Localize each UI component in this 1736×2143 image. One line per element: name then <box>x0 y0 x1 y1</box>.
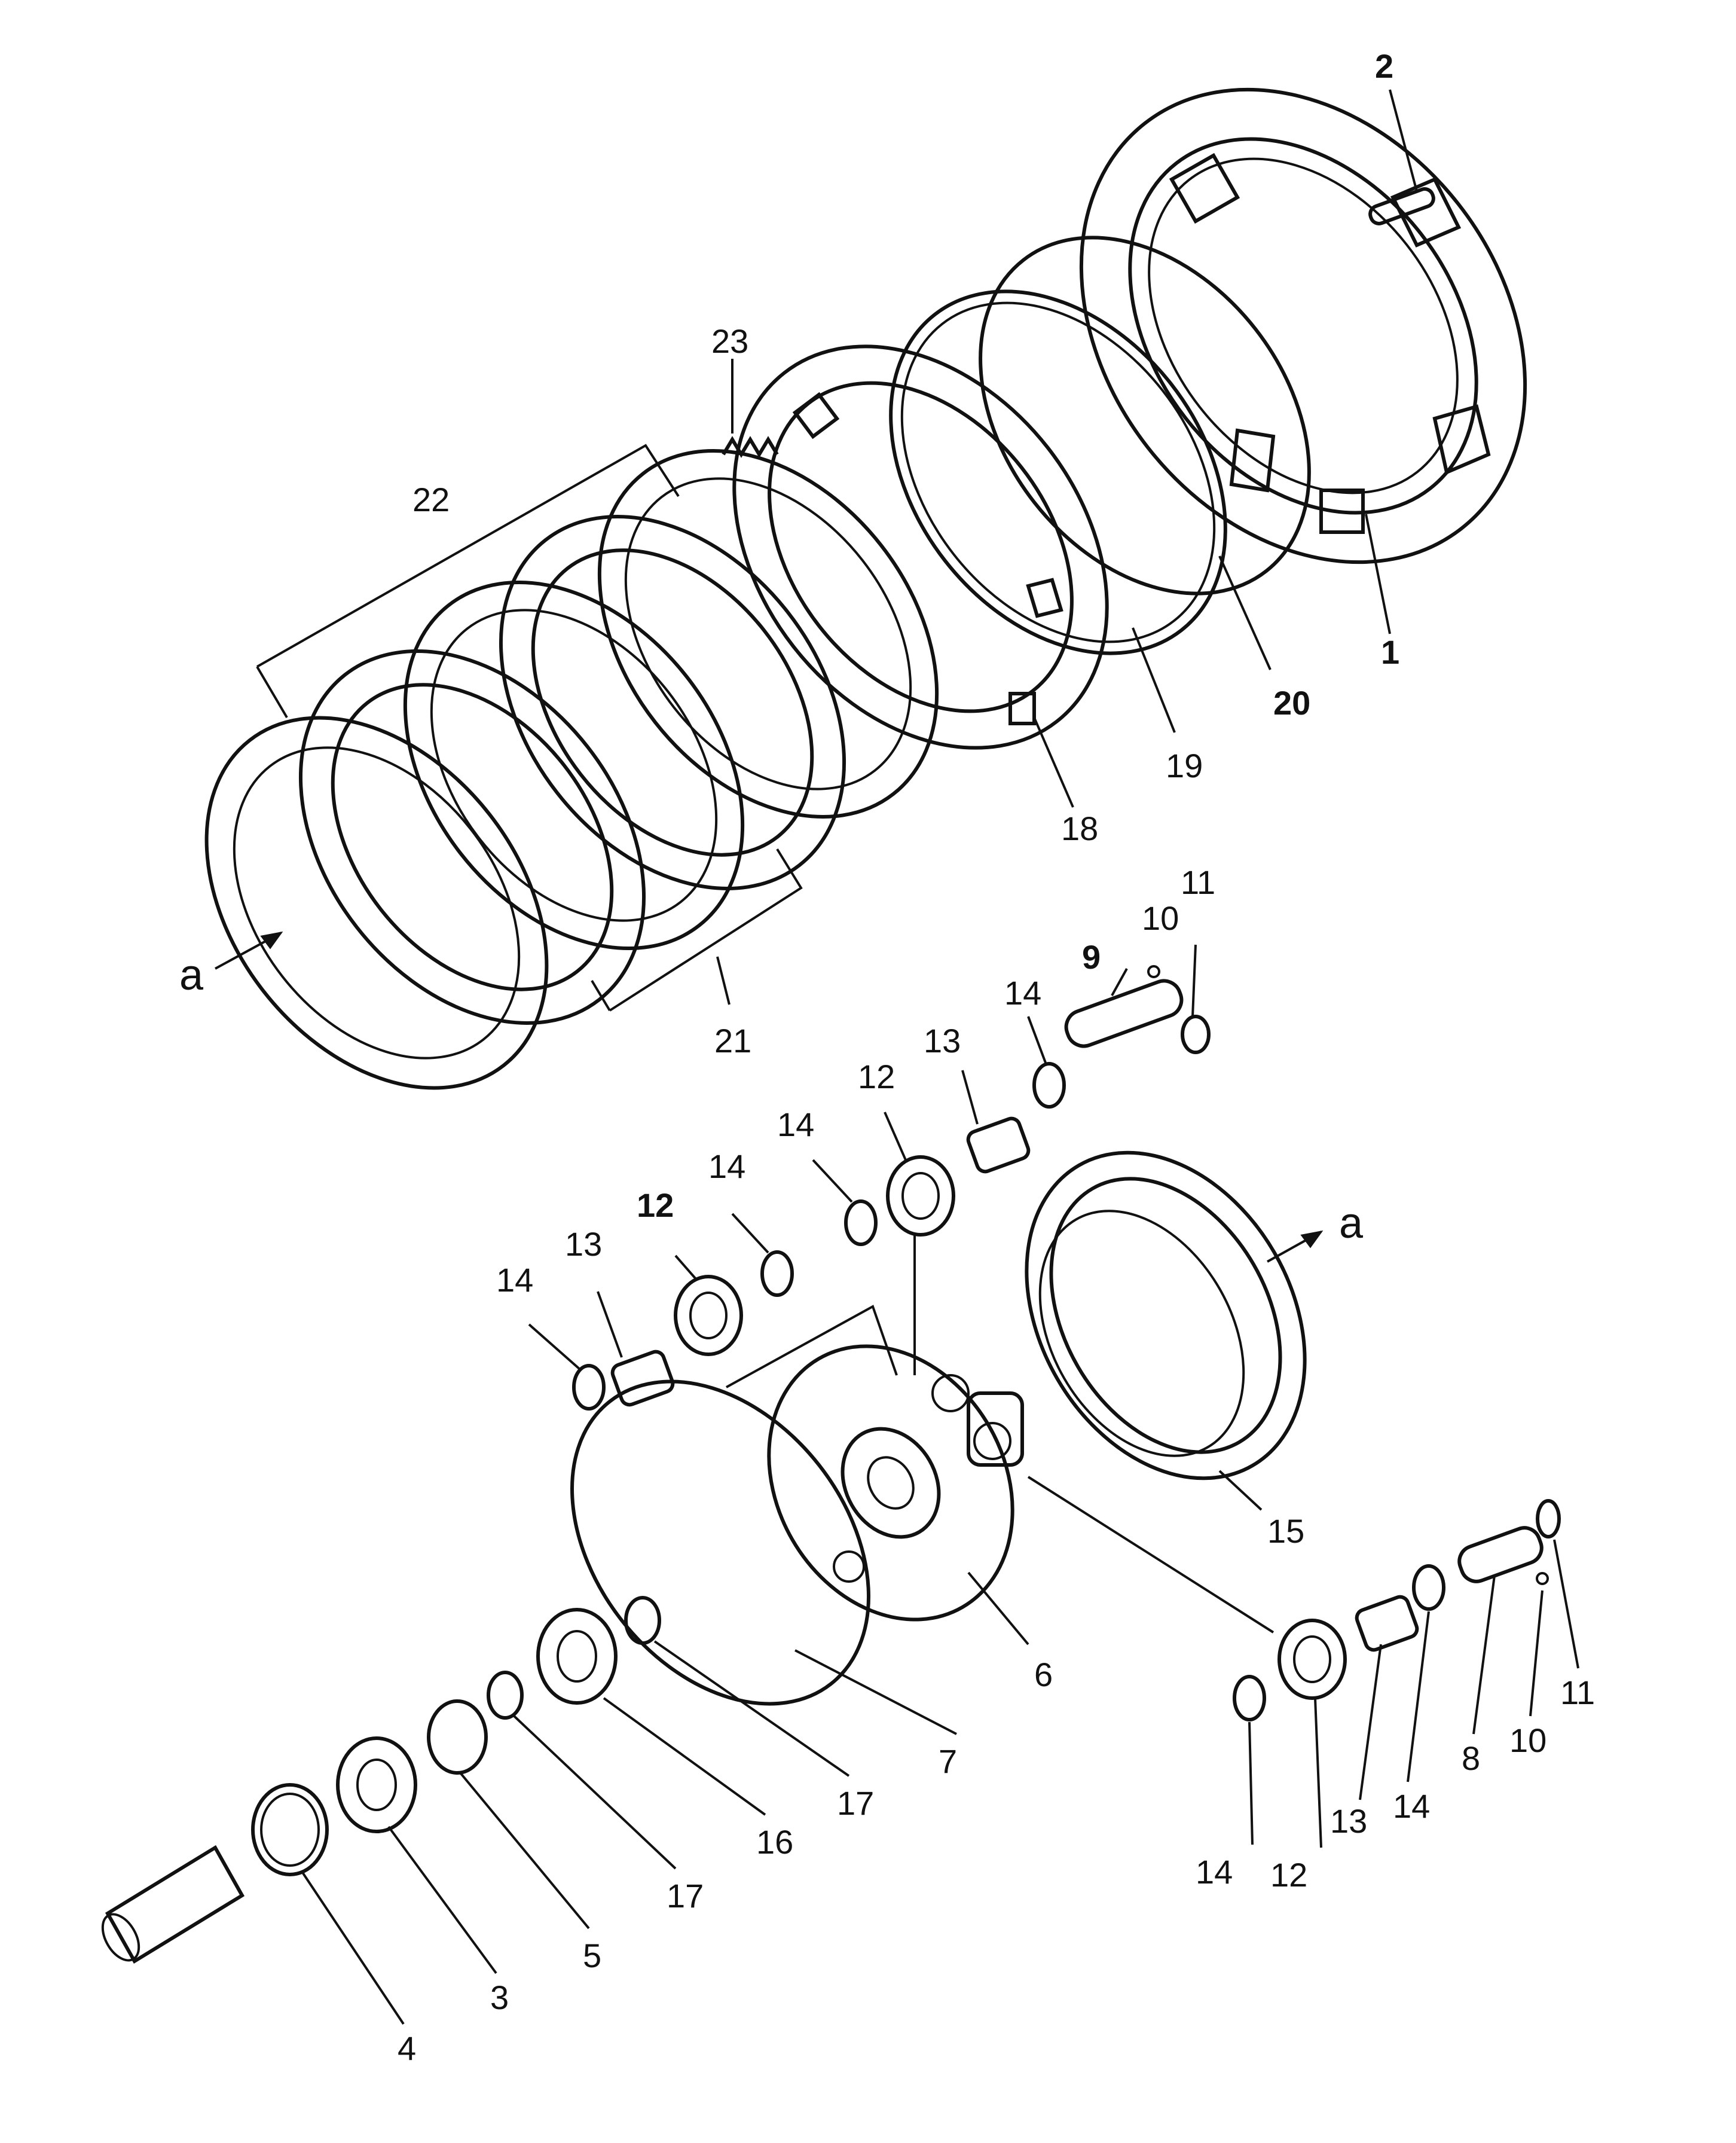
label-ref-a-right: a <box>1339 1199 1364 1247</box>
label-10-lower: 10 <box>1509 1721 1546 1759</box>
label-12-c: 12 <box>1270 1856 1307 1894</box>
label-13-a: 13 <box>924 1022 961 1060</box>
part-14-washer-a <box>1032 1062 1066 1109</box>
label-14-f: 14 <box>1393 1787 1430 1825</box>
label-10-upper: 10 <box>1142 899 1179 937</box>
leader-lines <box>301 89 1579 2025</box>
ref-arrow-a-right <box>1267 1230 1324 1263</box>
part-3-gear <box>336 1736 417 1833</box>
label-17-a: 17 <box>837 1784 874 1822</box>
part-5-snap-ring <box>427 1699 488 1775</box>
part-14-washer-d <box>572 1364 606 1411</box>
label-9: 9 <box>1082 938 1101 976</box>
label-14-b: 14 <box>777 1106 814 1143</box>
part-14-washer-f <box>1412 1564 1445 1611</box>
part-23-spring <box>722 436 779 458</box>
label-15: 15 <box>1267 1512 1304 1550</box>
part-13-bearing-b <box>610 1350 675 1407</box>
label-2: 2 <box>1375 47 1393 85</box>
part-12-gear-c <box>1277 1619 1347 1700</box>
part-11-snap-ring-upper <box>1181 1015 1211 1054</box>
label-6: 6 <box>1034 1656 1053 1693</box>
bracket-gear-group <box>726 1305 898 1388</box>
label-12-a: 12 <box>858 1058 895 1095</box>
label-18: 18 <box>1061 810 1098 847</box>
label-3: 3 <box>490 1979 509 2016</box>
part-17-snap-ring-b <box>487 1671 524 1720</box>
label-17-b: 17 <box>667 1877 704 1915</box>
part-12-gear-a <box>886 1155 955 1237</box>
part-12-gear-b <box>674 1275 743 1356</box>
label-13-b: 13 <box>565 1225 602 1263</box>
label-14-d: 14 <box>496 1261 533 1299</box>
ref-arrow-a-left <box>215 931 283 970</box>
part-13-bearing-a <box>966 1116 1031 1174</box>
label-19: 19 <box>1166 747 1203 784</box>
part-14-washer-b <box>844 1199 878 1246</box>
label-16: 16 <box>756 1823 793 1861</box>
part-10-ball-upper <box>1147 965 1160 978</box>
part-20-seal-ring <box>979 236 1311 596</box>
clutch-pack <box>204 449 939 1090</box>
label-14-e: 14 <box>1196 1853 1233 1891</box>
label-8: 8 <box>1462 1739 1480 1777</box>
label-21: 21 <box>714 1022 751 1060</box>
part-9-pin <box>1064 979 1184 1048</box>
label-11-upper: 11 <box>1181 863 1215 901</box>
part-16-sun-gear <box>536 1608 618 1705</box>
part-13-bearing-c <box>1355 1595 1419 1652</box>
label-14-a: 14 <box>1004 974 1041 1012</box>
part-4-seal <box>251 1783 329 1876</box>
label-7: 7 <box>939 1742 957 1780</box>
part-7-snap-ring <box>570 1379 870 1706</box>
label-22: 22 <box>412 481 450 518</box>
part-1-housing <box>1079 87 1527 564</box>
bracket-22 <box>256 444 680 719</box>
part-14-washer-c <box>760 1250 794 1297</box>
part-17-snap-ring-a <box>624 1596 661 1645</box>
part-8-pin <box>1457 1526 1544 1583</box>
part-6-carrier <box>767 1344 1024 1622</box>
label-20: 20 <box>1273 684 1310 722</box>
part-10-ball-lower <box>1536 1572 1549 1585</box>
label-14-c: 14 <box>708 1147 745 1185</box>
part-shaft <box>101 1845 245 1964</box>
label-12-b: 12 <box>637 1186 674 1224</box>
label-4: 4 <box>398 2029 416 2067</box>
label-13-c: 13 <box>1330 1802 1367 1840</box>
part-labels: 2 1 20 19 18 23 22 21 11 10 9 14 13 12 1… <box>179 47 1595 2067</box>
label-5: 5 <box>583 1937 601 1974</box>
label-1: 1 <box>1381 633 1399 671</box>
label-23: 23 <box>711 322 748 360</box>
part-15-ring-gear <box>1025 1150 1307 1480</box>
part-14-washer-e <box>1233 1675 1266 1721</box>
label-11-lower: 11 <box>1560 1674 1595 1711</box>
bracket-21 <box>591 848 803 1012</box>
part-19-ring <box>889 289 1227 655</box>
part-18-end-plate <box>732 344 1109 750</box>
label-ref-a-left: a <box>179 951 204 999</box>
part-11-snap-ring-lower <box>1536 1499 1561 1538</box>
